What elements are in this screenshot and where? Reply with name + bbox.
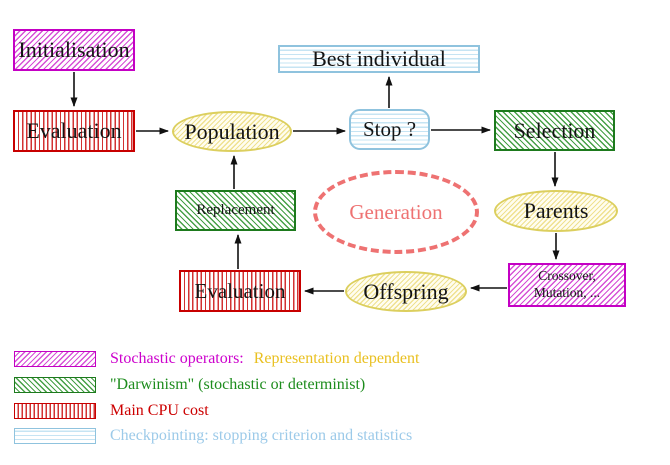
green-hatch-swatch bbox=[14, 377, 96, 393]
node-parents: Parents bbox=[494, 190, 618, 232]
red-stripes-swatch bbox=[14, 403, 96, 419]
legend-stochastic-operators-label: Stochastic operators: bbox=[110, 350, 244, 367]
legend-cpu-cost-label: Main CPU cost bbox=[110, 402, 209, 419]
node-parents-label: Parents bbox=[523, 198, 589, 223]
node-initialisation-label: Initialisation bbox=[18, 37, 130, 62]
node-evaluation-top: Evaluation bbox=[13, 110, 135, 152]
legend-checkpointing-label: Checkpointing: stopping criterion and st… bbox=[110, 427, 413, 444]
legend-row-cpu-cost: Main CPU cost bbox=[14, 402, 209, 420]
node-crossover-label-line1: Crossover, bbox=[538, 268, 596, 284]
node-offspring: Offspring bbox=[345, 271, 467, 312]
node-best-individual-label: Best individual bbox=[312, 46, 446, 71]
node-crossover-mutation: Crossover, Mutation, ... bbox=[508, 263, 626, 307]
cyan-stripes-swatch bbox=[14, 428, 96, 444]
node-initialisation: Initialisation bbox=[13, 29, 135, 71]
magenta-hatch-swatch bbox=[14, 351, 96, 367]
node-evaluation-bottom: Evaluation bbox=[179, 270, 301, 312]
legend-representation-dependent-label: Representation dependent bbox=[253, 350, 420, 367]
node-stop: Stop ? bbox=[349, 109, 430, 150]
node-stop-label: Stop ? bbox=[362, 117, 417, 141]
node-offspring-label: Offspring bbox=[363, 278, 449, 304]
node-population: Population bbox=[172, 111, 292, 152]
node-generation: Generation bbox=[313, 170, 479, 254]
node-evaluation-top-label: Evaluation bbox=[26, 118, 122, 143]
legend-row-stochastic-operators: Stochastic operators: Representation dep… bbox=[14, 350, 419, 368]
node-replacement: Replacement bbox=[175, 190, 296, 231]
node-evaluation-bottom-label: Evaluation bbox=[194, 278, 286, 303]
node-selection-label: Selection bbox=[513, 117, 596, 143]
node-crossover-label-line2: Mutation, ... bbox=[533, 285, 601, 300]
legend-darwinism-label: "Darwinism" (stochastic or determinist) bbox=[110, 376, 366, 393]
node-best-individual: Best individual bbox=[278, 45, 480, 73]
legend-row-checkpointing: Checkpointing: stopping criterion and st… bbox=[14, 427, 412, 445]
node-selection: Selection bbox=[494, 110, 615, 151]
legend-row-darwinism: "Darwinism" (stochastic or determinist) bbox=[14, 376, 365, 394]
node-generation-label: Generation bbox=[349, 199, 443, 224]
node-replacement-label: Replacement bbox=[196, 202, 275, 218]
node-population-label: Population bbox=[184, 118, 280, 144]
